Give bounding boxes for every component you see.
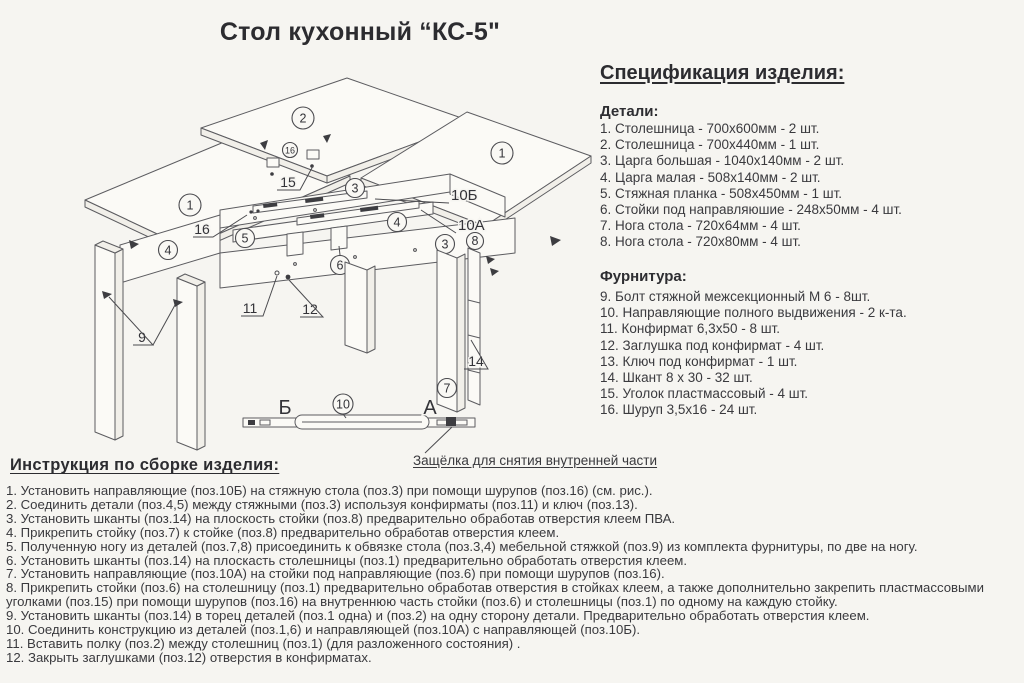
callout-slide-10A: 10А bbox=[458, 217, 485, 234]
callout-circle bbox=[178, 193, 202, 217]
callout-leg-8: 8 bbox=[472, 234, 479, 248]
spec-heading: Спецификация изделия: bbox=[600, 62, 845, 84]
instruction-step: 1. Установить направляющие (поз.10Б) на … bbox=[6, 483, 653, 498]
callout-insert-panel: 2 bbox=[300, 112, 307, 126]
screw-glyph bbox=[323, 134, 331, 143]
callout-screw-circled: 16 bbox=[285, 146, 295, 156]
leg-left-outer bbox=[94, 240, 124, 441]
callout-corner-15: 15 bbox=[280, 174, 296, 190]
instruction-step: 11. Вставить полку (поз.2) между столешн… bbox=[6, 635, 521, 651]
callout-front-apron: 3 bbox=[442, 238, 449, 252]
spec-hardware-item: 16. Шуруп 3,5х16 - 24 шт. bbox=[600, 402, 758, 418]
label-A: А bbox=[423, 397, 437, 419]
details-heading: Детали: bbox=[600, 103, 659, 120]
bolt-glyph bbox=[173, 299, 183, 307]
table-frame: 3 3 4 4 5 6 10Б 10А 16 11 12 bbox=[119, 173, 561, 319]
callout-bolt-9: 9 bbox=[138, 329, 146, 345]
page-title: Стол кухонный “КС-5" bbox=[219, 18, 501, 46]
callout-confirmat-11: 11 bbox=[243, 300, 258, 316]
hardware-heading: Фурнитура: bbox=[600, 268, 687, 285]
spec-hardware-item: 13. Ключ под конфирмат - 1 шт. bbox=[600, 353, 798, 369]
instruction-step: 3. Установить шканты (поз.14) на плоскос… bbox=[6, 510, 676, 526]
bolt-glyph bbox=[550, 236, 561, 246]
leg-center bbox=[344, 261, 376, 354]
callout-tie-plank: 5 bbox=[242, 232, 249, 246]
callout-tabletop-right: 1 bbox=[499, 147, 506, 161]
callout-circle bbox=[291, 106, 315, 130]
callout-leg-7: 7 bbox=[444, 382, 451, 396]
instruction-step: 5. Полученную ногу из деталей (поз.7,8) … bbox=[6, 538, 918, 554]
spec-detail-item: 6. Стойки под направляюшие - 248х50мм - … bbox=[600, 202, 902, 218]
slide-stand bbox=[330, 225, 348, 251]
instruction-step: 2. Соединить детали (поз.4,5) между стяж… bbox=[6, 496, 638, 512]
screw-glyph bbox=[260, 140, 268, 150]
drawer-slide-upper bbox=[252, 190, 368, 214]
callout-slide-10B: 10Б bbox=[451, 187, 478, 204]
spec-hardware-item: 10. Направляющие полного выдвижения - 2 … bbox=[600, 305, 907, 321]
details-list: 1. Столешница - 700х600мм - 2 шт.2. Стол… bbox=[600, 121, 1020, 251]
instructions-list: 1. Установить направляющие (поз.10Б) на … bbox=[6, 484, 1020, 665]
leg-left-inner bbox=[176, 273, 206, 451]
spec-detail-item: 7. Нога стола - 720х64мм - 4 шт. bbox=[600, 218, 801, 234]
spec-hardware-item: 15. Уголок пластмассовый - 4 шт. bbox=[600, 386, 809, 402]
instruction-step: 8. Прикрепить стойки (поз.6) на столешни… bbox=[6, 580, 984, 610]
bolt-glyph bbox=[486, 256, 495, 264]
drawer-slide-lower bbox=[296, 200, 420, 226]
callout-right-apron: 4 bbox=[394, 216, 401, 230]
spec-hardware-item: 9. Болт стяжной межсекционный М 6 - 8шт. bbox=[600, 289, 871, 304]
spec-detail-item: 4. Царга малая - 508х140мм - 2 шт. bbox=[600, 169, 821, 185]
slide-latch-caption: Защёлка для снятия внутренней части bbox=[413, 453, 658, 468]
right-apron bbox=[449, 173, 506, 218]
callout-dowel-14: 14 bbox=[468, 353, 484, 369]
instruction-step: 7. Установить направляющие (поз.10А) на … bbox=[6, 566, 665, 582]
instruction-step: 4. Прикрепить стойку (поз.7) к стойке (п… bbox=[6, 524, 560, 540]
slide-stand bbox=[286, 231, 304, 257]
instruction-step: 12. Закрыть заглушками (поз.12) отверсти… bbox=[6, 649, 372, 665]
callout-circle bbox=[490, 141, 514, 165]
spec-detail-item: 1. Столешница - 700х600мм - 2 шт. bbox=[600, 121, 820, 136]
bolt-glyph bbox=[490, 268, 499, 276]
leg-right-narrow: 8 bbox=[465, 231, 499, 406]
bolt-glyph bbox=[102, 291, 112, 299]
callout-circle bbox=[281, 141, 299, 159]
label-B: Б bbox=[278, 397, 291, 419]
spec-detail-item: 5. Стяжная планка - 508х450мм - 1 шт. bbox=[600, 185, 843, 201]
spec-detail-item: 8. Нога стола - 720х80мм - 4 шт. bbox=[600, 234, 801, 250]
slide-rail-detail: Б 10 А bbox=[242, 393, 476, 454]
exploded-view-diagram: 1 2 1 16 15 bbox=[84, 77, 592, 454]
callout-slide-stand: 6 bbox=[337, 259, 344, 273]
callout-left-apron: 4 bbox=[165, 244, 172, 258]
spec-hardware-item: 12. Заглушка под конфирмат - 4 шт. bbox=[600, 337, 825, 353]
corner-brackets: 16 15 bbox=[260, 134, 331, 192]
spec-hardware-item: 14. Шкант 8 х 30 - 32 шт. bbox=[600, 370, 753, 386]
callout-tabletop-left: 1 bbox=[187, 199, 194, 213]
instruction-step: 9. Установить шканты (поз.14) в торец де… bbox=[6, 608, 870, 624]
spec-detail-item: 2. Столешница - 700х440мм - 1 шт. bbox=[600, 137, 820, 153]
callout-screw-16: 16 bbox=[194, 221, 210, 237]
instructions-heading: Инструкция по сборке изделия: bbox=[10, 456, 280, 474]
hardware-list: 9. Болт стяжной межсекционный М 6 - 8шт.… bbox=[600, 289, 1020, 419]
table-legs: 7 8 9 14 bbox=[94, 231, 499, 451]
callout-cap-12: 12 bbox=[302, 301, 318, 317]
leg-right-wide: 7 bbox=[436, 249, 466, 413]
latch bbox=[446, 417, 456, 426]
bolt-glyph bbox=[129, 240, 139, 249]
spec-detail-item: 3. Царга большая - 1040х140мм - 2 шт. bbox=[600, 153, 845, 169]
callout-rear-apron: 3 bbox=[352, 182, 359, 196]
callout-slide-10: 10 bbox=[336, 398, 350, 412]
instruction-step: 10. Соединить конструкцию из деталей (по… bbox=[6, 622, 641, 638]
spec-hardware-item: 11. Конфирмат 6,3х50 - 8 шт. bbox=[600, 321, 780, 337]
instruction-step: 6. Установить шканты (поз.14) на плоскас… bbox=[6, 552, 688, 568]
